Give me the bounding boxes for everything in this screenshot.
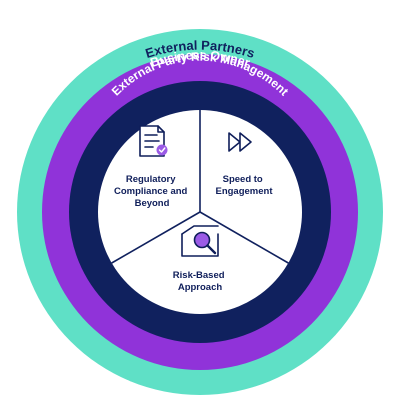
segment-label-line: Risk-Based (173, 270, 225, 281)
segment-label-risk: Risk-Based Approach (173, 270, 227, 293)
fast-forward-icon (228, 132, 252, 152)
segment-label-line: Regulatory (126, 174, 176, 185)
segment-risk-based-approach: Risk-Based Approach (173, 225, 227, 293)
segment-label-line: Speed to (223, 174, 263, 185)
segment-label-regulatory: Regulatory Compliance and Beyond (114, 174, 190, 209)
segment-label-speed: Speed to Engagement (215, 174, 273, 197)
magnifier-box-icon (181, 225, 219, 257)
segment-dividers (111, 110, 289, 264)
document-check-icon (139, 125, 168, 157)
segment-label-line: Engagement (215, 186, 273, 197)
segment-regulatory-compliance: Regulatory Compliance and Beyond (114, 125, 190, 209)
segment-label-line: Compliance and (114, 186, 188, 197)
segment-speed-to-engagement: Speed to Engagement (215, 132, 273, 197)
divider-lower-left (111, 211, 201, 264)
divider-lower-right (199, 211, 289, 264)
segment-label-line: Beyond (135, 198, 170, 209)
segment-label-line: Approach (178, 282, 223, 293)
